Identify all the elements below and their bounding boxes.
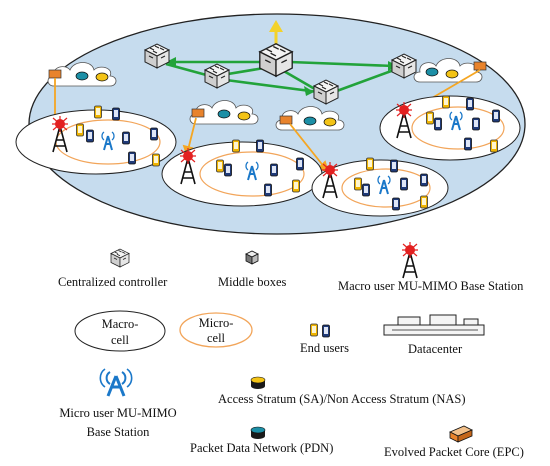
- label-end-users: End users: [300, 341, 349, 355]
- label-macro-cell-line1: Macro-: [101, 317, 139, 331]
- legend-middle-box-icon: [245, 250, 259, 265]
- legend-epc-icon: [449, 425, 473, 443]
- label-centralized-controller: Centralized controller: [58, 275, 168, 289]
- cloud-center-left: [189, 100, 259, 125]
- macro-cell-right: [379, 95, 521, 161]
- macro-cell-left: [15, 105, 177, 175]
- legend-nas-icon: [250, 376, 266, 389]
- cloud-center-right: [275, 106, 345, 131]
- legend-end-users-icon: [310, 323, 330, 338]
- label-micro-base-station-line1: Micro user MU-MIMO: [59, 406, 177, 420]
- label-micro-cell-line2: cell: [206, 331, 226, 345]
- legend-micro-tower-icon: [99, 368, 133, 397]
- legend-datacenter-icon: [383, 314, 485, 336]
- legend-macro-cell-shape: [74, 310, 166, 352]
- label-micro-cell-line1: Micro-: [198, 316, 234, 330]
- label-pdn: Packet Data Network (PDN): [190, 441, 334, 455]
- label-micro-base-station-line2: Base Station: [86, 425, 150, 439]
- label-middle-boxes: Middle boxes: [218, 275, 287, 289]
- macro-cell-center-right: [311, 157, 449, 217]
- legend-micro-cell-shape: [179, 312, 253, 348]
- label-nas: Access Stratum (SA)/Non Access Stratum (…: [218, 392, 466, 406]
- legend-pdn-icon: [250, 426, 266, 439]
- legend-macro-tower-icon: [401, 241, 419, 279]
- label-macro-cell-line2: cell: [110, 333, 130, 347]
- legend-centralized-controller-icon: [110, 248, 130, 268]
- label-datacenter: Datacenter: [408, 342, 463, 356]
- cloud-right: [413, 58, 487, 83]
- label-epc: Evolved Packet Core (EPC): [384, 445, 524, 459]
- label-macro-base-station: Macro user MU-MIMO Base Station: [338, 279, 524, 293]
